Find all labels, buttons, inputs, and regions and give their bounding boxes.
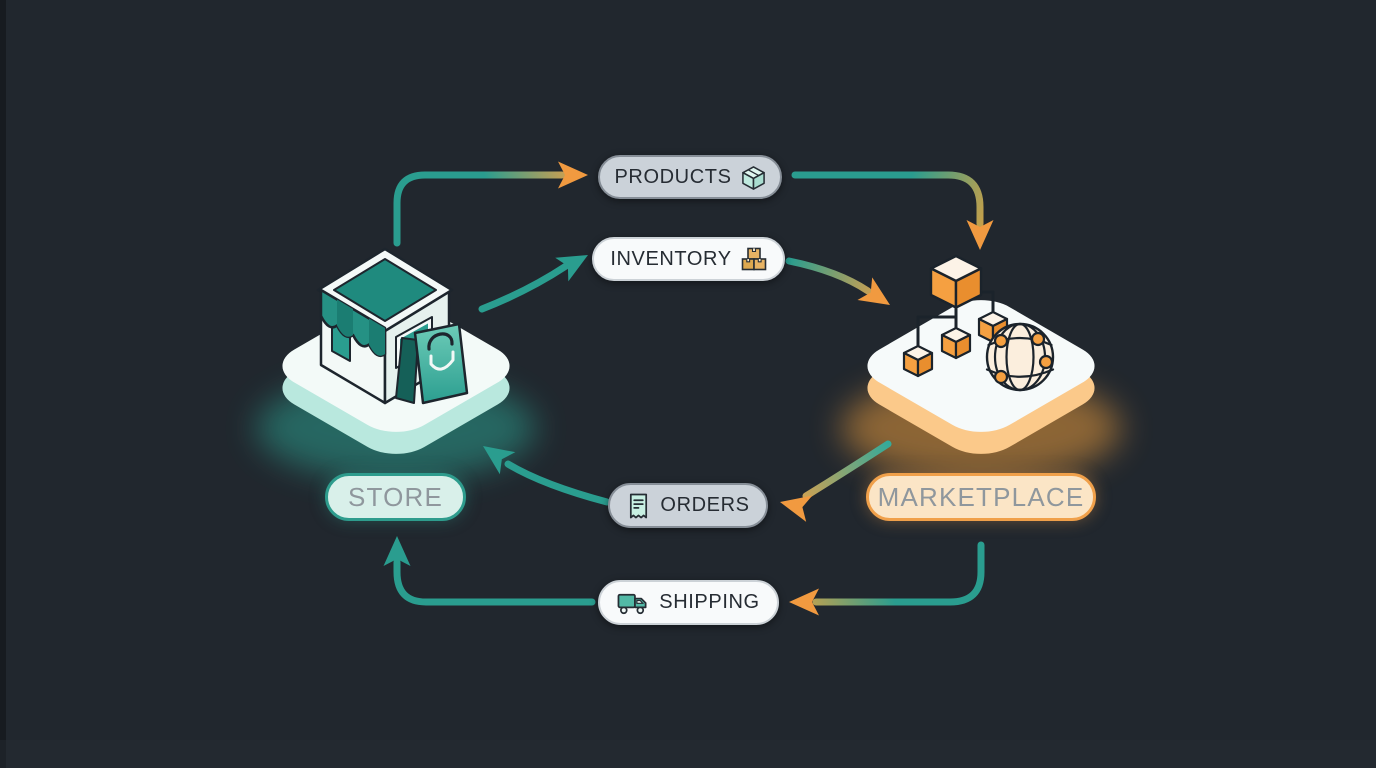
inventory-label: INVENTORY xyxy=(610,247,732,270)
bottom-haze xyxy=(0,740,1376,768)
arrowhead-products xyxy=(558,161,588,189)
orders-label: ORDERS xyxy=(660,494,750,516)
flow-arrow-store-to-products xyxy=(393,171,566,247)
arrowhead-store-bottom xyxy=(383,536,411,566)
arrowhead-orders xyxy=(780,495,813,522)
flow-arrow-marketplace-to-orders xyxy=(802,440,892,500)
left-edge-shadow xyxy=(0,0,6,768)
arrowhead-shipping xyxy=(789,588,819,616)
delivery-truck-icon xyxy=(617,593,647,614)
package-box-icon xyxy=(741,165,765,190)
marketplace-label: MARKETPLACE xyxy=(877,481,1085,512)
flow-arrow-products-to-marketplace xyxy=(791,171,984,228)
flow-pill-products: PRODUCTS xyxy=(598,155,782,199)
flow-pill-shipping: SHIPPING xyxy=(598,580,779,625)
flow-pill-orders: ORDERS xyxy=(608,483,768,528)
flow-arrow-inventory-to-marketplace xyxy=(785,257,872,295)
flow-pill-inventory: INVENTORY xyxy=(592,237,785,281)
store-node-label: STORE xyxy=(325,473,466,521)
arrowhead-marketplace-top xyxy=(966,220,994,250)
receipt-icon xyxy=(630,493,648,518)
shipping-label: SHIPPING xyxy=(659,591,760,613)
stacked-boxes-icon xyxy=(741,247,766,271)
flow-arrows xyxy=(383,161,994,616)
marketplace-node-label: MARKETPLACE xyxy=(866,473,1096,521)
flow-arrow-marketplace-to-shipping xyxy=(812,541,985,606)
flow-arrow-store-to-inventory xyxy=(478,262,570,313)
arrowhead-marketplace-left xyxy=(857,277,890,305)
flow-arrow-orders-to-store xyxy=(504,460,611,506)
flow-arrow-shipping-to-store xyxy=(393,558,596,606)
network-globe-icon xyxy=(902,254,1055,392)
store-label: STORE xyxy=(347,481,444,512)
products-label: PRODUCTS xyxy=(614,165,732,188)
storefront-icon xyxy=(316,247,469,405)
arrowhead-inventory xyxy=(555,255,588,282)
arrowhead-store-right xyxy=(483,446,516,475)
